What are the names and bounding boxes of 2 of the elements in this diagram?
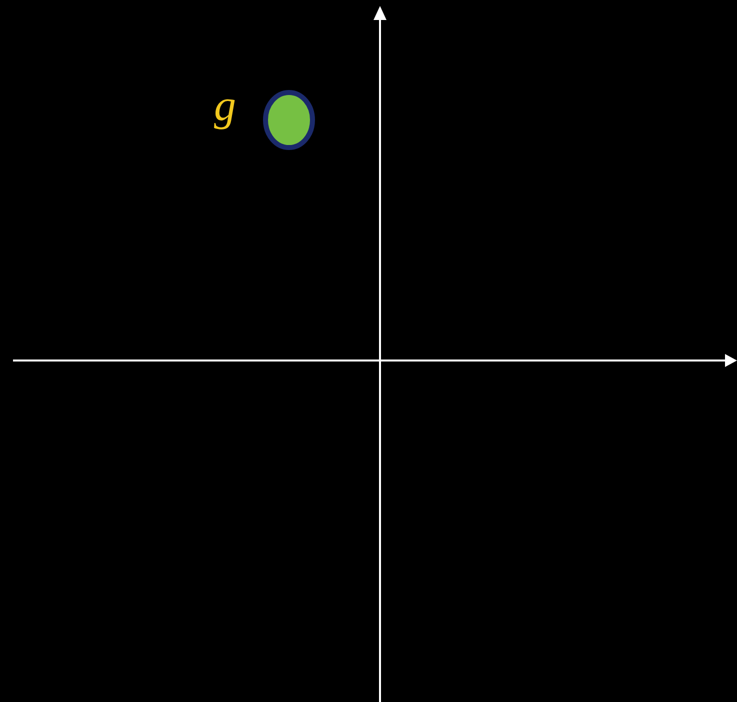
- variable-label: g: [214, 84, 236, 128]
- ellipse-marker: [263, 90, 315, 150]
